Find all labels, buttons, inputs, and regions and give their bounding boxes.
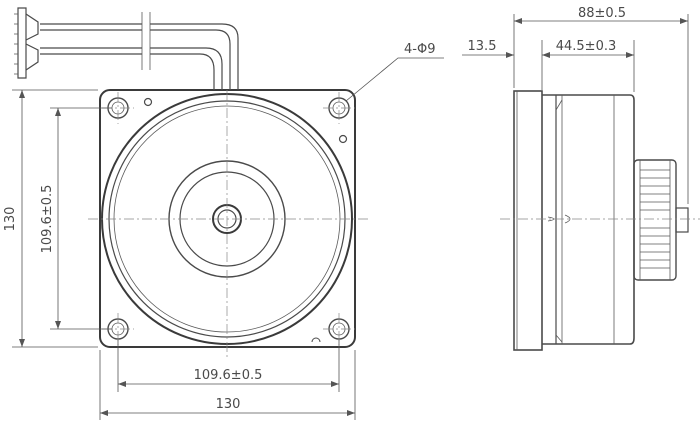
holes-leader (345, 57, 444, 102)
side-shaft (675, 207, 689, 233)
side-view (500, 90, 700, 351)
side-flange (513, 90, 543, 351)
connector-body (17, 7, 27, 79)
top-right-dimension: 44.5±0.3 (556, 39, 617, 54)
side-dimensions: 88±0.5 13.5 44.5±0.3 (462, 6, 689, 204)
flange-outline (99, 89, 356, 348)
cable-harness (14, 7, 239, 90)
screw-top-left (143, 97, 153, 107)
side-pulley (633, 159, 689, 281)
screw-bottom-arc (311, 337, 321, 343)
left-outer-dimension: 130 (3, 207, 18, 232)
front-view: 4-Φ9 (14, 7, 444, 360)
top-left-dimension: 13.5 (468, 39, 497, 54)
connector-pins (25, 13, 39, 71)
left-inner-dimension: 109.6±0.5 (40, 185, 55, 254)
top-overall-dimension: 88±0.5 (578, 6, 626, 21)
front-dimensions: 130 109.6±0.5 109.6±0.5 130 (3, 89, 356, 420)
bottom-outer-dimension: 130 (216, 397, 241, 412)
cable-break-marks (141, 12, 151, 70)
holes-label: 4-Φ9 (404, 42, 435, 57)
bottom-inner-dimension: 109.6±0.5 (194, 368, 263, 383)
screw-right (338, 134, 348, 144)
